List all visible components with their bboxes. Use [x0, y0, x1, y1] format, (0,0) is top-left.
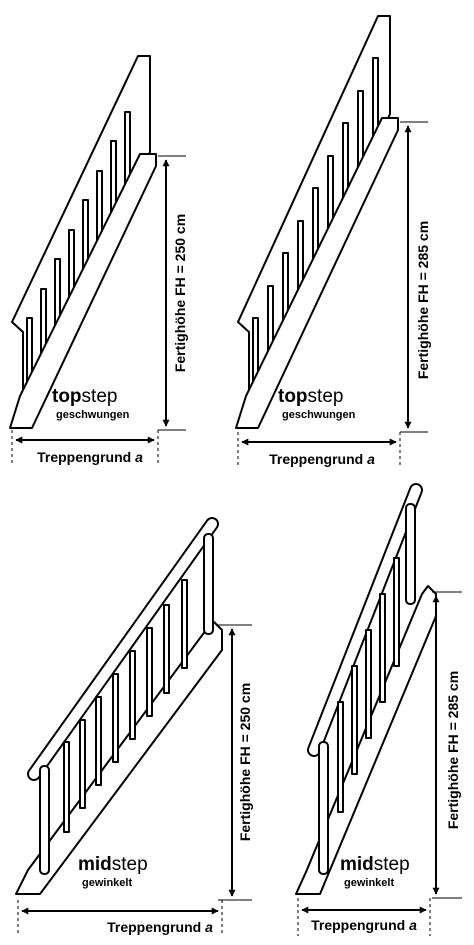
variant-label: gewinkelt [344, 877, 394, 889]
variant-label: gewinkelt [82, 877, 132, 889]
balusters [39, 533, 214, 875]
height-label: Fertighöhe FH = 285 cm [415, 221, 431, 379]
brand-logo: midstep [78, 854, 148, 875]
height-label: Fertighöhe FH = 285 cm [445, 671, 461, 829]
panel-topstep-250 [9, 55, 186, 464]
variant-label: geschwungen [282, 409, 356, 421]
base-label: Treppengrund a [269, 451, 375, 467]
panel-topstep-285 [235, 15, 428, 466]
panel-midstep-250 [15, 517, 252, 936]
height-label: Fertighöhe FH = 250 cm [237, 683, 253, 841]
stringer [9, 153, 157, 429]
balusters [318, 503, 416, 875]
balusters [252, 57, 379, 401]
brand-logo: midstep [340, 854, 410, 875]
base-label: Treppengrund a [107, 919, 213, 935]
panel-midstep-285 [295, 483, 462, 936]
brand-logo: topstep [52, 386, 117, 407]
height-label: Fertighöhe FH = 250 cm [172, 214, 188, 372]
base-label: Treppengrund a [311, 917, 417, 933]
base-label: Treppengrund a [37, 449, 143, 465]
variant-label: geschwungen [56, 409, 130, 421]
brand-logo: topstep [278, 386, 343, 407]
stringer [235, 117, 399, 429]
